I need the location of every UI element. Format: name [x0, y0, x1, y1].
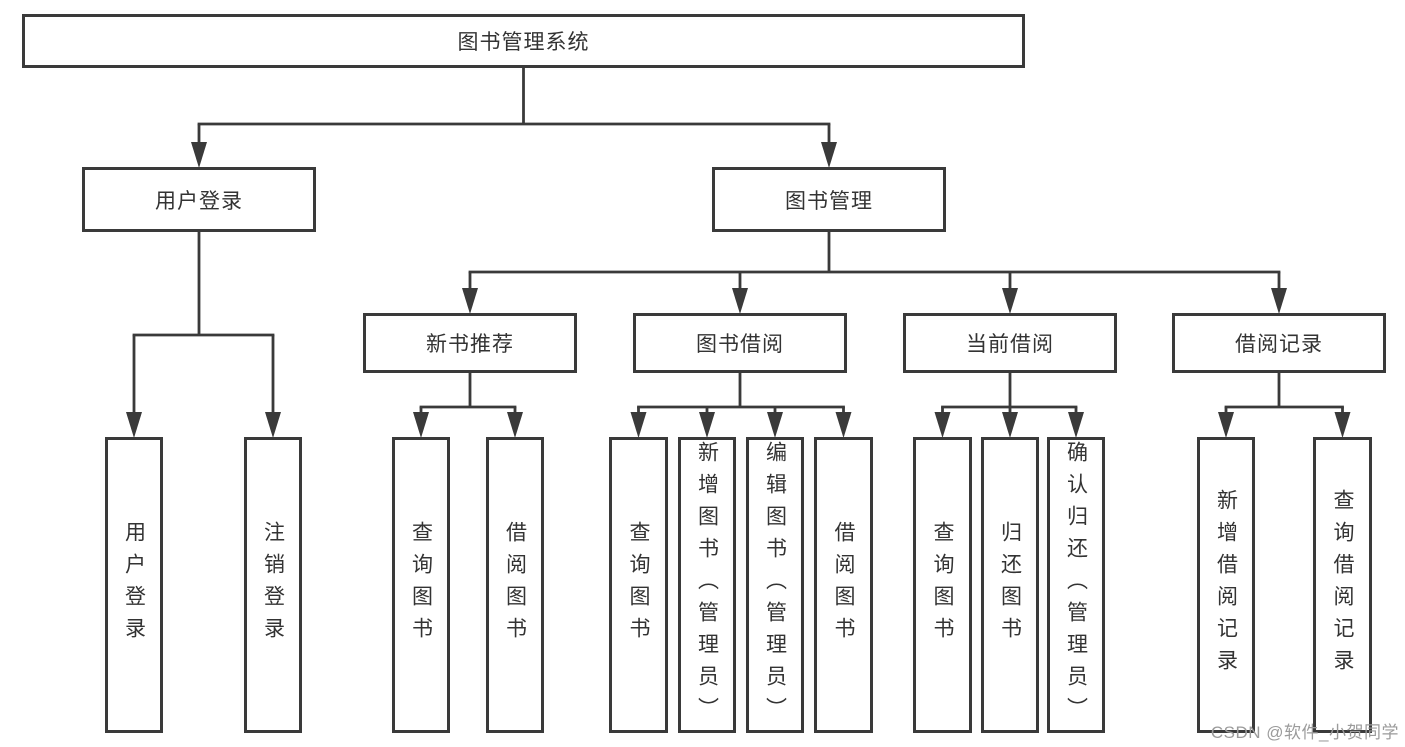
diagram-node-leaf-nb-query: 查询图书 [392, 437, 450, 733]
diagram-node-current-borrow: 当前借阅 [903, 313, 1117, 373]
csdn-watermark: CSDN @软件_小贺同学 [1210, 723, 1399, 742]
diagram-node-book-borrow: 图书借阅 [633, 313, 847, 373]
diagram-node-leaf-bb-add: 新增图书（管理员） [678, 437, 736, 733]
arrowhead-icon [699, 412, 715, 438]
arrowhead-icon [1334, 412, 1351, 438]
diagram-node-leaf-bb-borrow: 借阅图书 [814, 437, 873, 733]
arrowhead-icon [835, 412, 852, 438]
diagram-node-leaf-logout: 注销登录 [244, 437, 302, 733]
diagram-node-leaf-user-login: 用户登录 [105, 437, 163, 733]
diagram-node-leaf-bb-edit: 编辑图书（管理员） [746, 437, 804, 733]
arrowhead-icon [507, 412, 523, 438]
arrowhead-icon [1068, 412, 1084, 438]
arrowhead-icon [1002, 288, 1018, 314]
arrowhead-icon [462, 288, 478, 314]
arrowhead-icon [1271, 288, 1287, 314]
arrowhead-icon [413, 412, 429, 438]
arrowhead-icon [934, 412, 951, 438]
arrowhead-icon [767, 412, 783, 438]
arrowhead-icon [630, 412, 647, 438]
diagram-node-leaf-cb-confirm: 确认归还（管理员） [1047, 437, 1105, 733]
diagram-node-new-book-recommend: 新书推荐 [363, 313, 577, 373]
diagram-node-leaf-cb-query: 查询图书 [913, 437, 972, 733]
arrowhead-icon [821, 142, 837, 168]
arrowhead-icon [191, 142, 207, 168]
diagram-node-leaf-nb-borrow: 借阅图书 [486, 437, 544, 733]
arrowhead-icon [732, 288, 748, 314]
diagram-node-leaf-bb-query: 查询图书 [609, 437, 668, 733]
arrowhead-icon [265, 412, 281, 438]
diagram-node-borrow-record: 借阅记录 [1172, 313, 1386, 373]
diagram-node-leaf-br-query: 查询借阅记录 [1313, 437, 1372, 733]
arrowhead-icon [1002, 412, 1018, 438]
diagram-node-book-management: 图书管理 [712, 167, 946, 232]
arrowhead-icon [126, 412, 142, 438]
diagram-node-leaf-br-add: 新增借阅记录 [1197, 437, 1255, 733]
diagram-node-leaf-cb-return: 归还图书 [981, 437, 1039, 733]
diagram-node-root: 图书管理系统 [22, 14, 1025, 68]
arrowhead-icon [1218, 412, 1234, 438]
diagram-node-user-login: 用户登录 [82, 167, 316, 232]
